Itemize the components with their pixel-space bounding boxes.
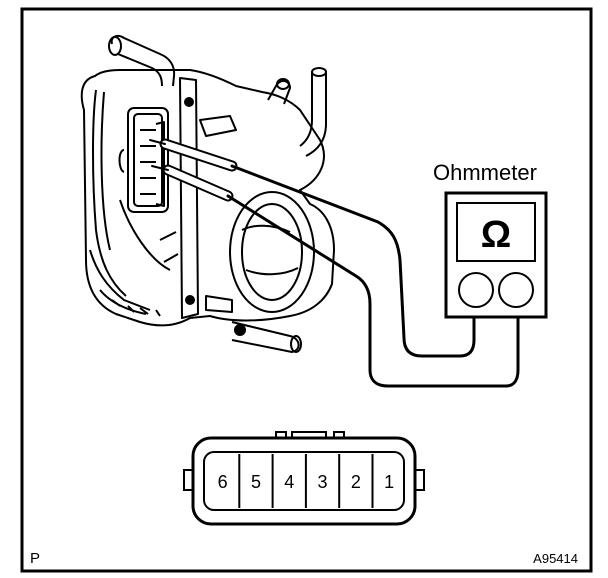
lower-pipe (231, 321, 300, 353)
ohm-symbol: Ω (481, 214, 511, 256)
throttle-bore (229, 191, 315, 313)
test-leads (149, 138, 520, 388)
connector-face: 6 5 4 3 2 1 (183, 431, 425, 526)
pin-number-4: 4 (284, 472, 294, 492)
figure-frame (20, 7, 593, 573)
lead-wire-lower (226, 194, 520, 388)
lead-wire-upper (230, 164, 476, 358)
pin-number-2: 2 (351, 472, 361, 492)
ohmmeter-display (456, 202, 536, 262)
connector-pins: 6 5 4 3 2 1 (218, 454, 394, 508)
pin-number-6: 6 (218, 472, 228, 492)
footer-left-code: P (30, 550, 40, 567)
ohmmeter: Ohmmeter Ω (433, 160, 548, 319)
terminal-left (458, 272, 494, 308)
sensor-connector (127, 107, 169, 213)
right-small-pipe-a (267, 80, 291, 105)
throttle-body-illustration (80, 35, 335, 353)
main-housing (80, 69, 335, 327)
flange-plate (179, 77, 199, 319)
terminal-right (498, 272, 534, 308)
figure-id: A95414 (533, 551, 578, 566)
connector-cavity (203, 451, 405, 511)
pin-number-1: 1 (384, 472, 394, 492)
pin-number-3: 3 (318, 472, 328, 492)
connector-latch (275, 431, 345, 439)
pin-number-5: 5 (251, 472, 261, 492)
ohmmeter-label: Ohmmeter (433, 160, 537, 185)
